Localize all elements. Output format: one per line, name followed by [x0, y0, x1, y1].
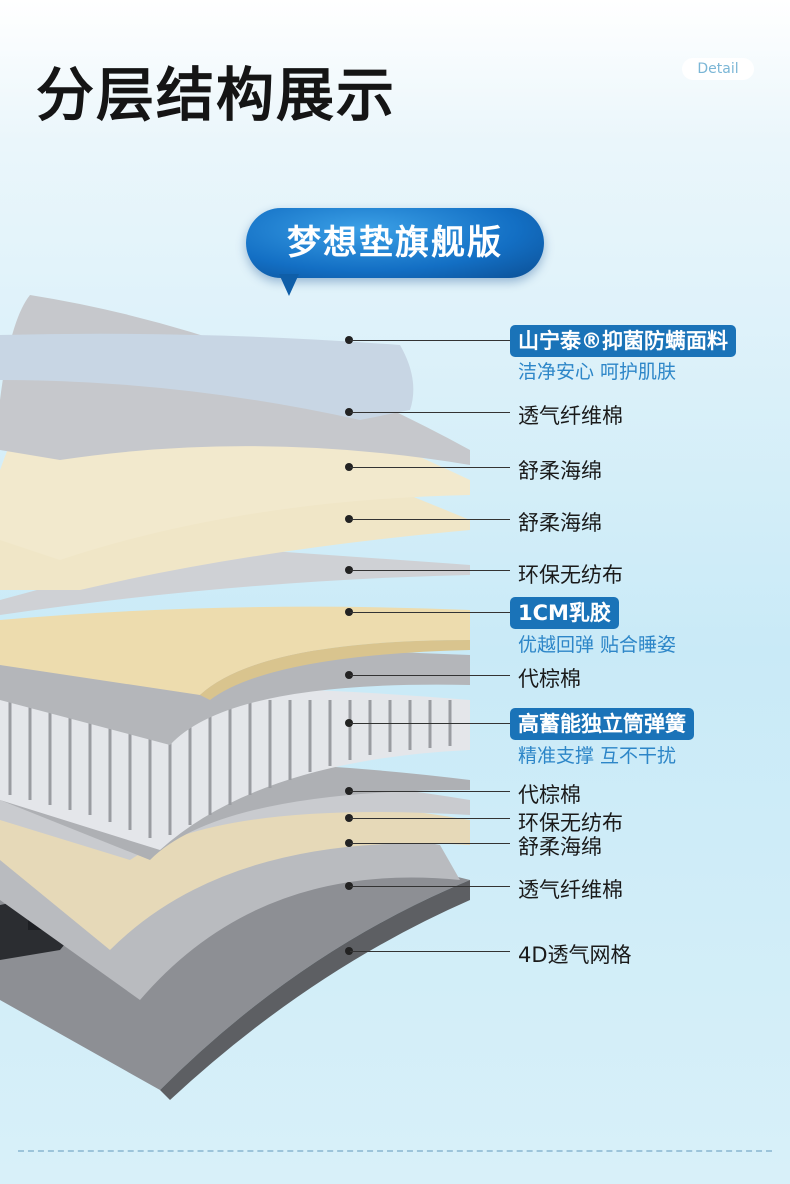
layer-label-springs: 高蓄能独立筒弹簧 — [510, 708, 694, 740]
leader-dot — [345, 947, 353, 955]
leader-line — [350, 791, 510, 792]
leader-line — [350, 340, 510, 341]
bottom-divider — [18, 1150, 772, 1152]
layer-label-nonwoven-2: 环保无纺布 — [518, 811, 623, 835]
detail-badge[interactable]: Detail — [682, 58, 754, 80]
layer-label-palm-1: 代棕棉 — [518, 667, 581, 691]
layer-label-fiber-bottom: 透气纤维棉 — [518, 878, 623, 902]
leader-line — [350, 612, 510, 613]
layer-label-fiber-top: 透气纤维棉 — [518, 404, 623, 428]
leader-dot — [345, 408, 353, 416]
mattress-base-side — [160, 880, 470, 1100]
leader-line — [350, 818, 510, 819]
leader-line — [350, 951, 510, 952]
leader-dot — [345, 882, 353, 890]
leader-line — [350, 675, 510, 676]
leader-dot — [345, 463, 353, 471]
leader-dot — [345, 671, 353, 679]
leader-line — [350, 723, 510, 724]
layer-sub-springs: 精准支撑 互不干扰 — [518, 745, 677, 767]
layer-label-latex: 1CM乳胶 — [510, 597, 619, 629]
leader-dot — [345, 787, 353, 795]
product-badge: 梦想垫旗舰版 — [246, 208, 544, 278]
leader-dot — [345, 814, 353, 822]
layer-latex — [0, 606, 470, 695]
product-badge-tail — [279, 274, 299, 296]
layer-label-sponge-1: 舒柔海绵 — [518, 459, 602, 483]
leader-line — [350, 570, 510, 571]
layer-label-fabric: 山宁泰®抑菌防螨面料 — [510, 325, 736, 357]
leader-line — [350, 519, 510, 520]
leader-line — [350, 843, 510, 844]
layer-label-nonwoven-1: 环保无纺布 — [518, 563, 623, 587]
leader-dot — [345, 566, 353, 574]
leader-dot — [345, 839, 353, 847]
leader-dot — [345, 336, 353, 344]
layer-nonwoven-1 — [0, 545, 470, 615]
leader-line — [350, 412, 510, 413]
leader-dot — [345, 608, 353, 616]
layer-label-mesh: 4D透气网格 — [518, 943, 632, 967]
layer-label-sponge-3: 舒柔海绵 — [518, 835, 602, 859]
leader-dot — [345, 515, 353, 523]
layer-sub-latex: 优越回弹 贴合睡姿 — [518, 634, 677, 656]
layer-label-palm-2: 代棕棉 — [518, 783, 581, 807]
leader-line — [350, 886, 510, 887]
leader-line — [350, 467, 510, 468]
layer-fabric — [0, 333, 414, 420]
layer-label-sponge-2: 舒柔海绵 — [518, 511, 602, 535]
leader-dot — [345, 719, 353, 727]
layer-sub-fabric: 洁净安心 呵护肌肤 — [518, 361, 677, 383]
page-title: 分层结构展示 — [36, 61, 397, 129]
